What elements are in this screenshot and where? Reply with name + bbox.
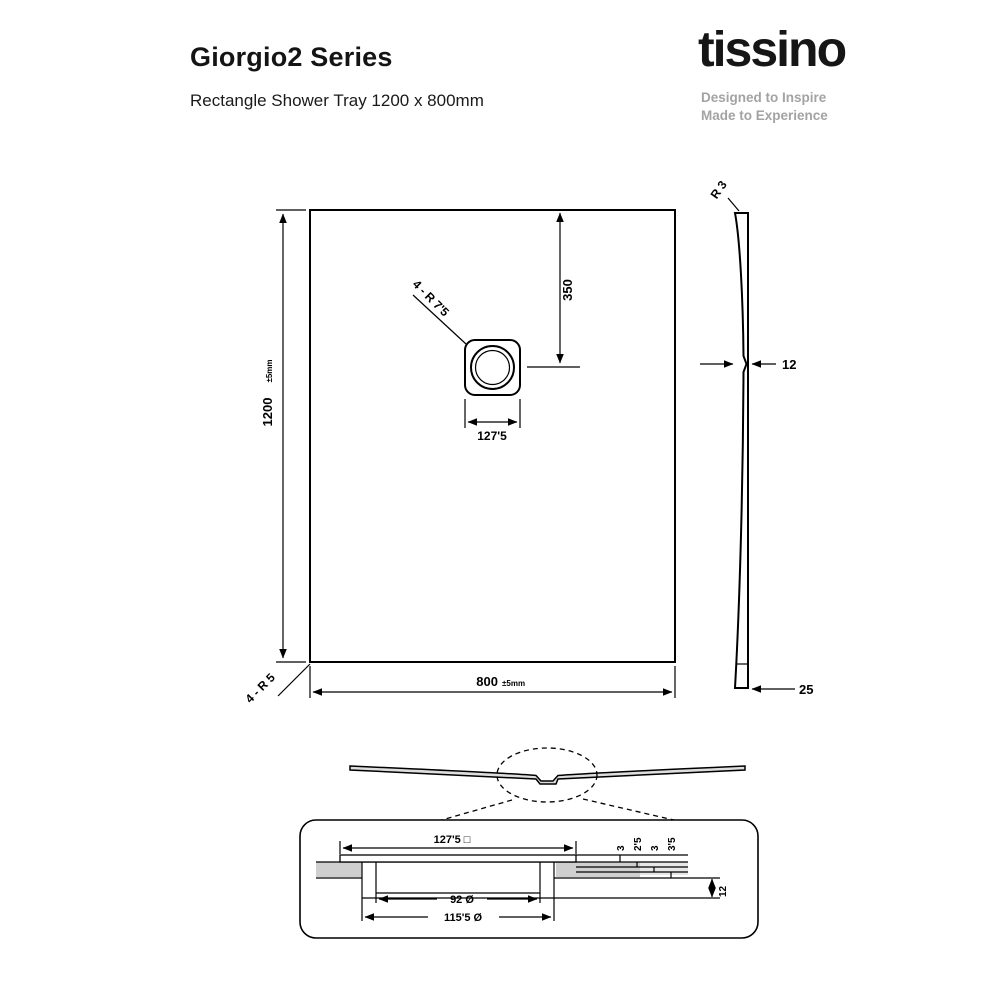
- drain-flange: [339, 854, 577, 863]
- dim-length-tolerance: ±5mm: [265, 359, 274, 382]
- edge-height-label: 25: [799, 682, 813, 697]
- cross-section: [349, 747, 746, 822]
- tray-shading-left: [316, 862, 362, 877]
- step-dim-label: 3: [616, 845, 627, 851]
- brand-logo-text: tissino: [698, 30, 847, 77]
- detail-frame: [299, 819, 759, 939]
- brand-logo: tissino: [698, 30, 894, 84]
- dim-width-label: 800: [476, 674, 498, 689]
- drain-circle-inner: [474, 349, 511, 386]
- depth-label: 12: [718, 885, 729, 897]
- dim-drain-size-label: 127'5: [477, 429, 507, 443]
- page-subtitle: Rectangle Shower Tray 1200 x 800mm: [190, 91, 484, 110]
- recess-diameter-label: 115'5 Ø: [444, 912, 483, 924]
- step-dim-label: 3'5: [667, 837, 678, 851]
- side-view: R 3 12 25: [700, 178, 813, 697]
- detail-view: 127'5 □ 3 2'5 3 3'5 12 92 Ø 115'5 Ø: [299, 819, 759, 939]
- thickness-label: 12: [782, 357, 796, 372]
- dim-drain-offset-label: 350: [560, 279, 575, 301]
- drain-circle-outer: [470, 345, 515, 390]
- callout-leader: [582, 798, 679, 822]
- tray-shading-right: [556, 862, 640, 877]
- flange-square-label: 127'5 □: [434, 834, 471, 846]
- waste-diameter-label: 92 Ø: [450, 894, 474, 906]
- edge-radius-label: R 3: [708, 178, 730, 202]
- side-profile: [733, 212, 749, 689]
- tray-corner-note-label: 4 - R 5: [242, 670, 278, 706]
- dim-length-label: 1200: [260, 398, 275, 427]
- step-dim-label: 3: [650, 845, 661, 851]
- detail-callout-circle: [496, 747, 598, 803]
- tray-shading-right-light: [640, 862, 688, 875]
- section-profile: [349, 765, 746, 785]
- brand-tagline-1: Designed to Inspire: [701, 90, 827, 105]
- tray-outline: [309, 209, 676, 663]
- callout-leader: [437, 799, 513, 822]
- dim-width-tolerance: ±5mm: [502, 679, 525, 688]
- page-title: Giorgio2 Series: [190, 42, 393, 72]
- step-dim-label: 2'5: [633, 837, 644, 851]
- leader-line: [277, 663, 311, 697]
- brand-tagline-2: Made to Experience: [701, 108, 828, 123]
- plan-view: 1200 ±5mm 350 4 - R 7'5 127'5 800 ±5mm 4…: [242, 209, 676, 706]
- leader-line: [727, 197, 740, 212]
- leader-line: [412, 294, 467, 345]
